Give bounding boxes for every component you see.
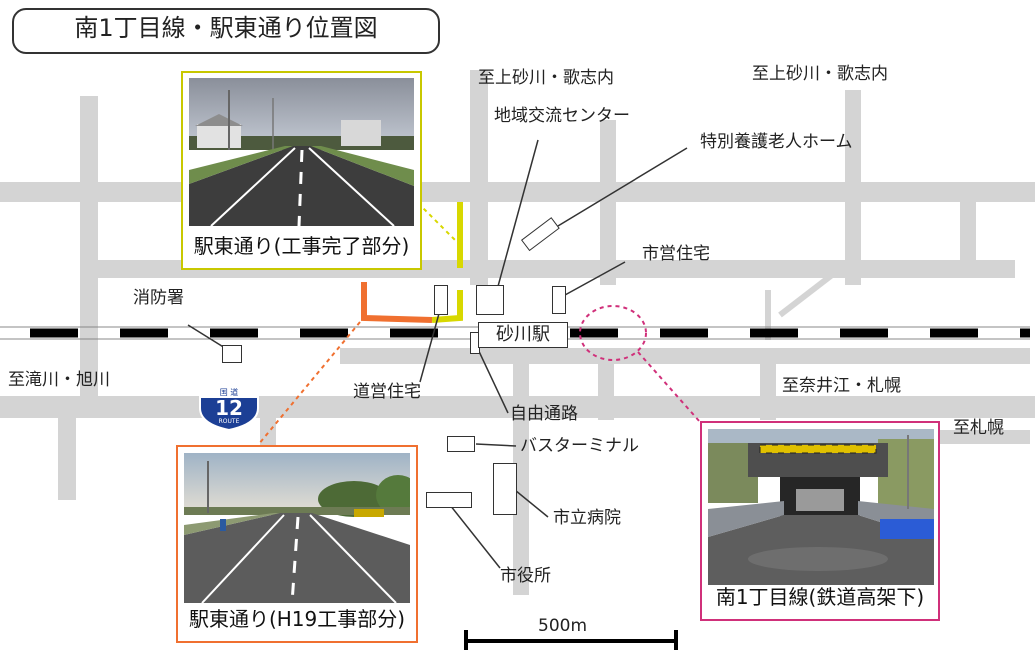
route-shield-bottom: ROUTE [218,418,240,425]
building-community-center [476,285,504,315]
road-west-south [58,410,76,500]
road-center-south [513,360,529,595]
road-east-north [845,90,861,285]
label-nursing-home: 特別養護老人ホーム [700,132,853,152]
road-mid-north [600,120,616,285]
label-kamisunagawa-1: 至上砂川・歌志内 [478,68,614,88]
photo-minami1-image [708,429,934,585]
building-fire-station [222,345,242,363]
label-municipal-housing: 市営住宅 [642,244,710,264]
scale-bar-label: 500m [538,616,588,636]
road-mid-south [598,360,614,420]
building-city-hall [426,492,472,508]
photo-east-h19: 駅東通り(H19工事部分) [176,445,418,643]
road-south-station [340,348,1030,364]
label-takikawa: 至滝川・旭川 [8,370,110,390]
photo-east-h19-image [184,453,410,603]
road-center-north [470,70,488,285]
photo-east-complete: 駅東通り(工事完了部分) [181,71,422,270]
underpass-scene-image [708,429,934,585]
station-label: 砂川駅 [496,324,550,345]
road-east-south [760,360,776,420]
label-bus-terminal: バスターミナル [520,436,639,456]
road-west [80,96,98,406]
label-prefectural-housing: 道営住宅 [353,382,421,402]
building-prefectural-housing [434,285,448,315]
road-far-east [960,200,976,260]
label-sapporo: 至札幌 [953,418,1004,438]
photo-minami1-underpass: 南1丁目線(鉄道高架下) [700,421,940,621]
label-city-hospital: 市立病院 [553,508,621,528]
photo-east-complete-image [189,78,414,226]
photo-east-complete-caption: 駅東通り(工事完了部分) [193,234,410,258]
map-title-text: 南1丁目線・駅東通り位置図 [74,14,378,42]
photo-minami1-caption: 南1丁目線(鉄道高架下) [715,585,925,609]
map-title [12,8,440,54]
building-bus-terminal [447,436,475,452]
label-kamisunagawa-2: 至上砂川・歌志内 [752,64,888,84]
station-label-box [478,322,568,348]
route-shield-icon [199,387,259,432]
road-scene-image [189,78,414,226]
label-free-passage: 自由通路 [510,404,578,424]
route-shield-number: 12 [215,396,243,420]
building-municipal-housing [552,286,566,314]
route-12-shield: 国 道 12 ROUTE [196,384,262,432]
label-community-center: 地域交流センター [494,106,630,126]
label-naie: 至奈井江・札幌 [782,376,901,396]
label-city-hall: 市役所 [500,566,551,586]
photo-east-h19-caption: 駅東通り(H19工事部分) [188,607,406,631]
label-fire-station: 消防署 [133,288,184,308]
road-scene-image [184,453,410,603]
building-city-hospital [493,463,517,515]
route-shield-top: 国 道 [219,388,239,397]
